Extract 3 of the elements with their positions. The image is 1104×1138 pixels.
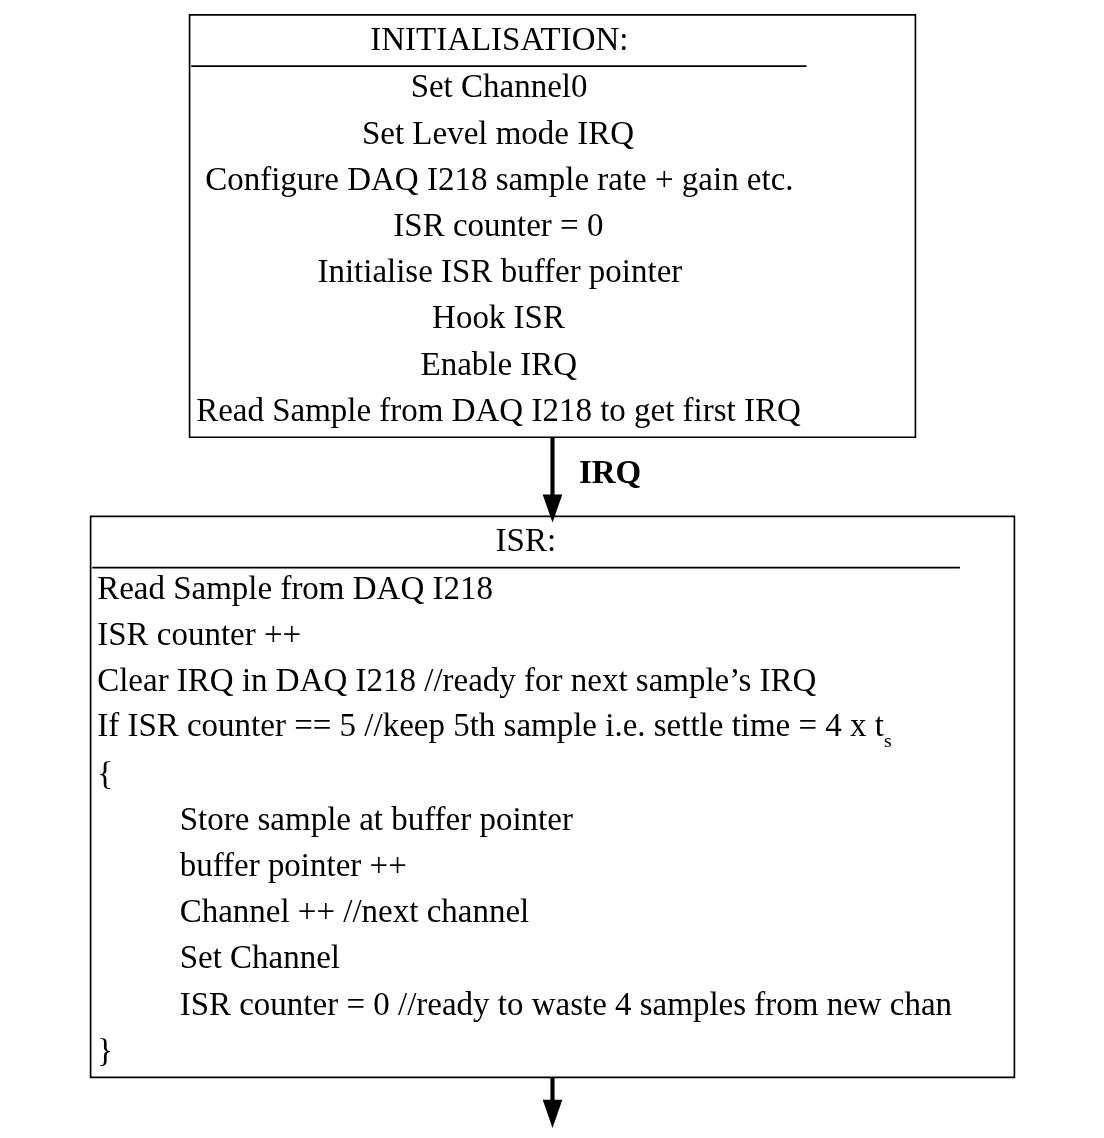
arrow	[542, 437, 562, 523]
arrow	[542, 1077, 562, 1128]
edge-label: IRQ	[578, 454, 641, 491]
